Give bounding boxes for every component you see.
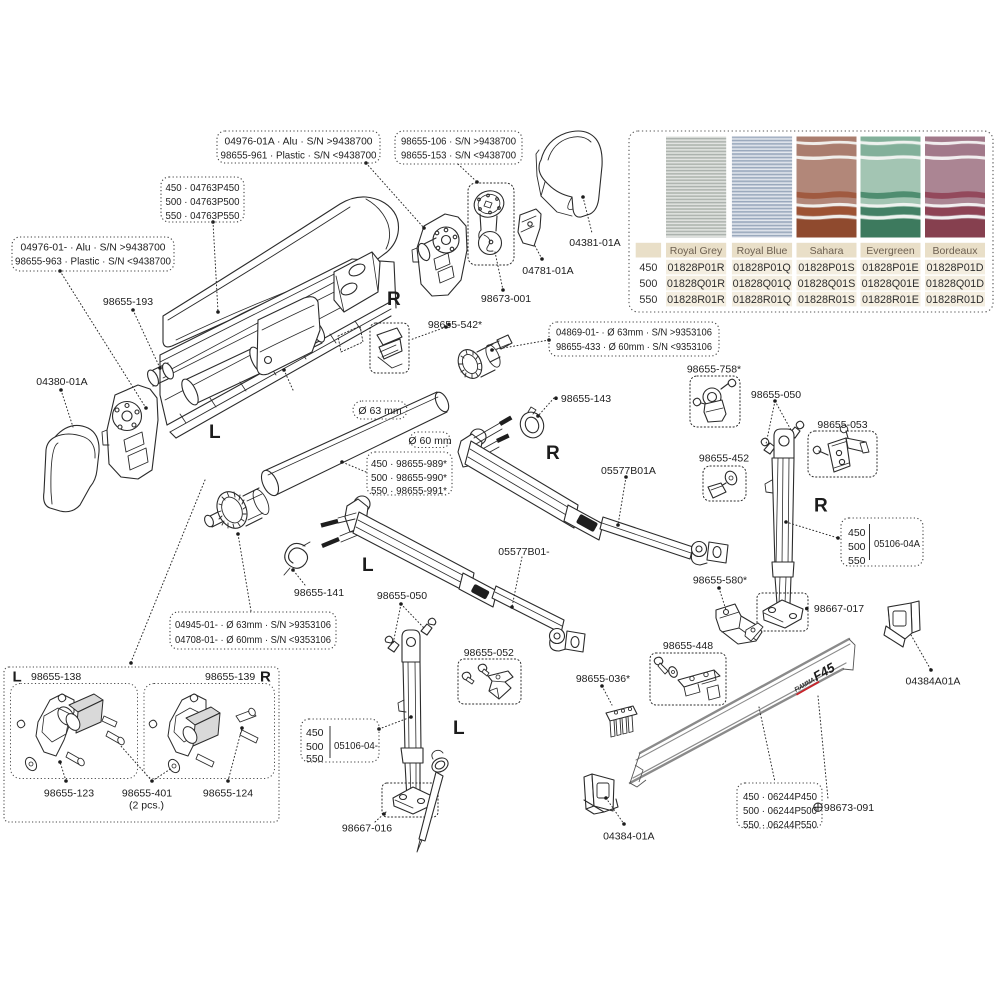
svg-text:01828R01Q: 01828R01Q xyxy=(733,294,791,306)
svg-text:98655-580*: 98655-580* xyxy=(693,575,747,587)
svg-text:98655-036*: 98655-036* xyxy=(576,673,630,685)
svg-text:98655-452: 98655-452 xyxy=(699,453,749,465)
svg-text:04945-01- · Ø 63mm · S/N >9353: 04945-01- · Ø 63mm · S/N >9353106 xyxy=(175,619,331,631)
svg-text:Ø 63 mm: Ø 63 mm xyxy=(358,405,401,417)
svg-text:500: 500 xyxy=(848,541,866,553)
svg-text:04380-01A: 04380-01A xyxy=(36,376,87,388)
svg-text:01828P01D: 01828P01D xyxy=(926,262,983,274)
svg-text:04384A01A: 04384A01A xyxy=(906,676,961,688)
svg-text:98655-758*: 98655-758* xyxy=(687,364,741,376)
svg-text:05106-04-: 05106-04- xyxy=(334,740,378,752)
svg-text:Evergreen: Evergreen xyxy=(866,245,915,257)
svg-text:(2 pcs.): (2 pcs.) xyxy=(129,800,164,812)
svg-text:98655-106 · S/N >9438700: 98655-106 · S/N >9438700 xyxy=(401,136,516,148)
svg-text:01828Q01R: 01828Q01R xyxy=(667,278,725,290)
svg-text:550: 550 xyxy=(639,294,657,306)
svg-text:05577B01-: 05577B01- xyxy=(498,546,550,558)
svg-text:450 · 04763P450: 450 · 04763P450 xyxy=(166,182,240,194)
svg-text:98667-017: 98667-017 xyxy=(814,603,864,615)
svg-text:R: R xyxy=(546,443,560,464)
svg-text:98655-138: 98655-138 xyxy=(31,671,81,683)
svg-text:01828R01D: 01828R01D xyxy=(926,294,984,306)
svg-text:Royal Blue: Royal Blue xyxy=(737,245,788,257)
svg-text:04869-01- · Ø 63mm · S/N >9353: 04869-01- · Ø 63mm · S/N >9353106 xyxy=(556,327,712,339)
svg-text:04708-01- · Ø 60mm · S/N <9353: 04708-01- · Ø 60mm · S/N <9353106 xyxy=(175,634,331,646)
svg-text:98655-963 · Plastic · S/N <943: 98655-963 · Plastic · S/N <9438700 xyxy=(15,256,171,268)
svg-text:500 · 04763P500: 500 · 04763P500 xyxy=(166,196,240,208)
svg-text:Ø 60 mm: Ø 60 mm xyxy=(408,435,451,447)
svg-text:L: L xyxy=(453,718,465,739)
svg-text:L: L xyxy=(209,422,221,443)
svg-text:01828R01E: 01828R01E xyxy=(862,294,919,306)
svg-text:500 · 98655-990*: 500 · 98655-990* xyxy=(371,472,447,484)
svg-text:550 · 04763P550: 550 · 04763P550 xyxy=(166,210,240,222)
svg-text:Royal Grey: Royal Grey xyxy=(670,245,723,257)
svg-text:550: 550 xyxy=(306,753,324,765)
svg-text:450: 450 xyxy=(639,262,657,274)
svg-text:550 · 98655-991*: 550 · 98655-991* xyxy=(371,485,447,497)
svg-text:01828Q01Q: 01828Q01Q xyxy=(733,278,792,290)
svg-text:04381-01A: 04381-01A xyxy=(569,237,620,249)
svg-text:L: L xyxy=(362,555,374,576)
svg-text:R: R xyxy=(260,669,271,686)
svg-text:450 · 98655-989*: 450 · 98655-989* xyxy=(371,458,447,470)
svg-text:98655-124: 98655-124 xyxy=(203,788,253,800)
svg-text:98655-052: 98655-052 xyxy=(464,647,514,659)
svg-text:98655-153 · S/N <9438700: 98655-153 · S/N <9438700 xyxy=(401,150,516,162)
svg-text:98673-001: 98673-001 xyxy=(481,293,531,305)
svg-text:450 · 06244P450: 450 · 06244P450 xyxy=(743,791,817,803)
svg-text:L: L xyxy=(13,669,22,686)
svg-text:98655-542*: 98655-542* xyxy=(428,319,482,331)
svg-text:98655-961 · Plastic · S/N <943: 98655-961 · Plastic · S/N <9438700 xyxy=(221,150,377,162)
svg-text:Bordeaux: Bordeaux xyxy=(933,245,979,257)
svg-text:98655-141: 98655-141 xyxy=(294,587,344,599)
svg-text:98655-139: 98655-139 xyxy=(205,671,255,683)
svg-text:450: 450 xyxy=(848,527,866,539)
svg-text:98655-050: 98655-050 xyxy=(751,389,801,401)
svg-text:550 · 06244P550: 550 · 06244P550 xyxy=(743,819,817,831)
svg-text:05577B01A: 05577B01A xyxy=(601,465,656,477)
svg-text:04781-01A: 04781-01A xyxy=(522,265,573,277)
svg-text:Sahara: Sahara xyxy=(810,245,844,257)
svg-text:550: 550 xyxy=(848,555,866,567)
svg-text:01828P01R: 01828P01R xyxy=(667,262,724,274)
svg-text:98655-401: 98655-401 xyxy=(122,788,172,800)
svg-text:R: R xyxy=(387,289,401,310)
svg-text:01828P01Q: 01828P01Q xyxy=(733,262,791,274)
svg-text:98667-016: 98667-016 xyxy=(342,823,392,835)
svg-text:01828Q01E: 01828Q01E xyxy=(862,278,920,290)
svg-text:98655-143: 98655-143 xyxy=(561,393,611,405)
svg-text:500 · 06244P500: 500 · 06244P500 xyxy=(743,805,817,817)
svg-text:98655-123: 98655-123 xyxy=(44,788,94,800)
svg-text:R: R xyxy=(814,496,828,517)
svg-text:01828R01R: 01828R01R xyxy=(667,294,725,306)
svg-text:450: 450 xyxy=(306,727,324,739)
svg-text:98655-193: 98655-193 xyxy=(103,296,153,308)
svg-text:01828P01E: 01828P01E xyxy=(862,262,918,274)
svg-text:500: 500 xyxy=(306,741,324,753)
svg-text:04384-01A: 04384-01A xyxy=(603,831,654,843)
svg-text:500: 500 xyxy=(639,278,657,290)
svg-text:98655-433 · Ø 60mm · S/N <9353: 98655-433 · Ø 60mm · S/N <9353106 xyxy=(556,341,712,353)
svg-text:98655-053: 98655-053 xyxy=(817,419,867,431)
svg-text:01828R01S: 01828R01S xyxy=(798,294,855,306)
svg-text:01828Q01S: 01828Q01S xyxy=(798,278,856,290)
svg-text:98673-091: 98673-091 xyxy=(824,802,874,814)
svg-text:98655-448: 98655-448 xyxy=(663,640,713,652)
svg-text:04976-01A · Alu · S/N >9438700: 04976-01A · Alu · S/N >9438700 xyxy=(225,136,373,148)
svg-text:01828Q01D: 01828Q01D xyxy=(926,278,984,290)
svg-text:04976-01- · Alu · S/N >9438700: 04976-01- · Alu · S/N >9438700 xyxy=(21,242,166,254)
svg-text:01828P01S: 01828P01S xyxy=(798,262,854,274)
svg-text:98655-050: 98655-050 xyxy=(377,590,427,602)
svg-text:05106-04A: 05106-04A xyxy=(874,538,920,550)
